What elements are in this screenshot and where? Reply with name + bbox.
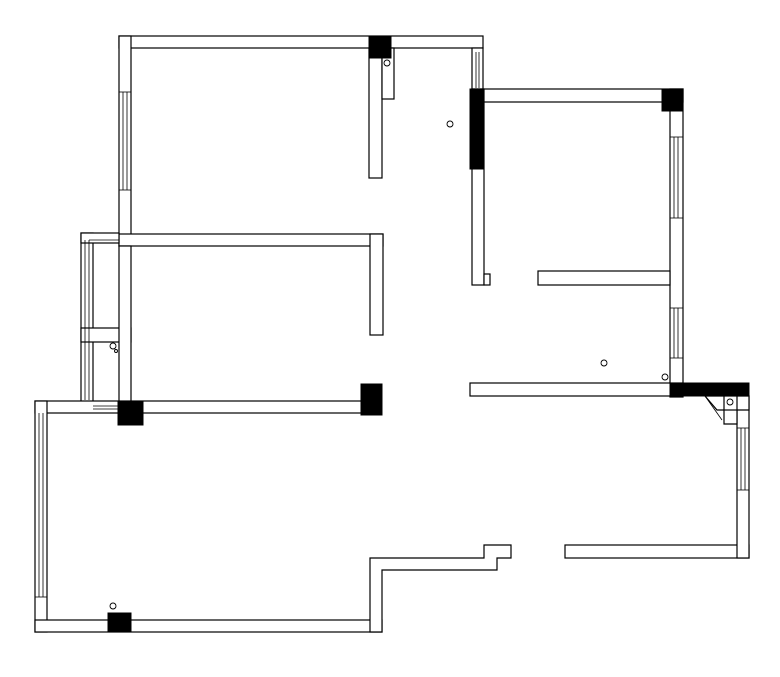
fixtures <box>109 59 734 610</box>
wall-mid-divider <box>118 233 384 247</box>
light-fixture-icon <box>383 59 391 67</box>
window-se-east <box>737 427 749 491</box>
wall-east-west-stub <box>483 273 491 286</box>
walls <box>34 35 750 633</box>
light-fixture-icon <box>114 349 118 353</box>
light-fixture-icon <box>109 602 117 610</box>
wall-east-top <box>471 88 684 103</box>
light-fixture-icon <box>726 398 734 406</box>
window-top-right-stub <box>475 52 480 88</box>
wall-loggia-frame <box>80 232 94 404</box>
column-top <box>368 35 392 59</box>
wall-mid-room-west <box>118 245 132 403</box>
light-fixture-icon <box>109 342 117 350</box>
column-east-top-right <box>661 88 684 112</box>
wall-upper-left-west <box>118 35 132 247</box>
light-fixture-icon <box>661 373 669 381</box>
wall-living-top <box>34 400 363 414</box>
windows <box>35 52 749 598</box>
wall-top-east-return <box>471 47 484 91</box>
wall-se-east <box>736 395 750 559</box>
window-loggia <box>84 239 119 410</box>
wall-mid-divider-return <box>369 233 384 336</box>
window-living-west <box>35 413 47 598</box>
columns <box>107 35 750 633</box>
window-upper-left <box>119 91 131 191</box>
wall-upper-partition <box>368 47 383 179</box>
column-left <box>117 400 144 426</box>
light-fixture-icon <box>446 120 454 128</box>
wall-se-south <box>564 544 750 559</box>
wall-loggia-top <box>80 232 120 244</box>
wall-east-interior <box>537 270 671 286</box>
column-south <box>107 612 132 633</box>
window-east-upper <box>670 136 683 219</box>
column-east-bottom <box>669 382 750 397</box>
wall-top-north <box>118 35 484 49</box>
wall-east-east <box>669 88 684 398</box>
wall-living-step <box>369 544 512 633</box>
column-east-wall-strip <box>469 88 485 170</box>
wall-east-bottom <box>469 382 684 397</box>
wall-living-south <box>34 619 383 633</box>
window-east-lower <box>670 307 683 359</box>
light-fixture-icon <box>600 359 608 367</box>
column-center <box>360 383 383 416</box>
